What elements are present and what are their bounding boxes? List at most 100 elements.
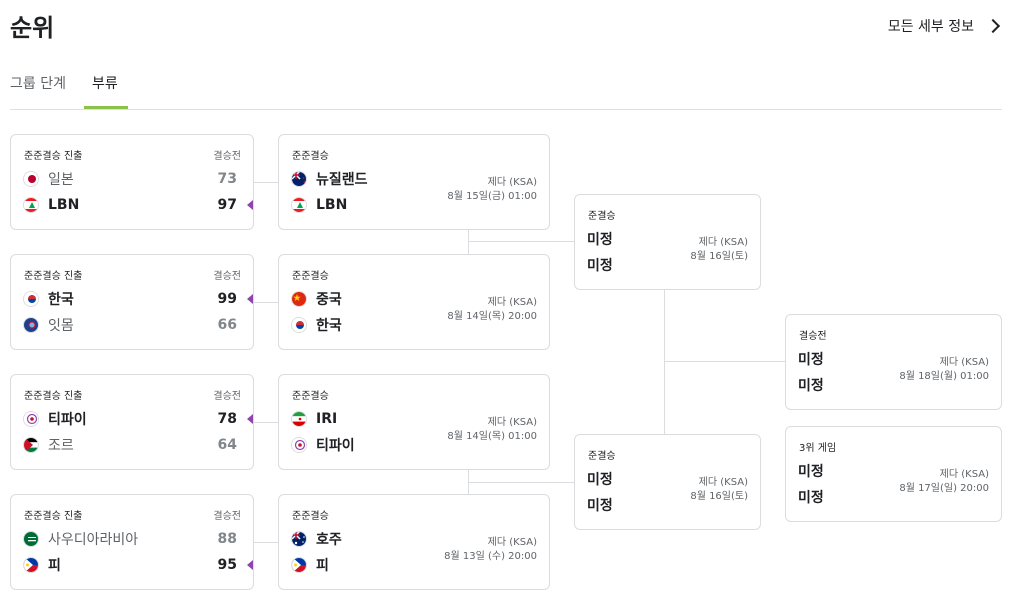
team-row: 미정: [587, 228, 748, 250]
qualifier-card[interactable]: 준준결승 진출 결승전 티파이 78 조르 64: [10, 374, 254, 470]
team-row: 중국: [291, 288, 537, 310]
quarterfinal-card[interactable]: 준준결승 뉴질랜드 LBN 제다 (KSA) 8월 15일(금) 01:00: [278, 134, 550, 230]
quarterfinal-card[interactable]: 준준결승 호주 피 제다 (KSA) 8월 13일 (수) 20:00: [278, 494, 550, 590]
venue-label: 제다 (KSA): [487, 537, 537, 548]
philippines-flag-icon: [291, 557, 307, 573]
team-name: 미정: [798, 490, 824, 506]
team-name: 잇몸: [48, 318, 74, 334]
round-label: 3위 게임: [799, 443, 837, 454]
team-name: 미정: [798, 378, 824, 394]
tab-bracket[interactable]: 부류: [92, 76, 118, 92]
connector-line: [468, 241, 575, 242]
team-name: 미정: [798, 464, 824, 480]
page-title: 순위: [10, 14, 55, 42]
active-tab-indicator: [84, 106, 128, 109]
match-date: 8월 14일(목) 01:00: [447, 431, 537, 442]
team-name: 티파이: [48, 412, 87, 428]
team-row: 사우디아라비아 88: [23, 528, 241, 550]
team-name: 미정: [798, 352, 824, 368]
team-name: 일본: [48, 172, 74, 188]
team-name: 미정: [587, 472, 613, 488]
tab-group-stage[interactable]: 그룹 단계: [10, 76, 66, 92]
korea-flag-icon: [23, 291, 39, 307]
team-row: 미정: [798, 348, 989, 370]
score-header: 결승전: [213, 391, 241, 402]
round-label: 준준결승 진출: [24, 271, 83, 282]
team-row: IRI: [291, 408, 537, 430]
team-row: 미정: [798, 486, 989, 508]
final-card[interactable]: 결승전 미정 미정 제다 (KSA) 8월 18일(월) 01:00: [785, 314, 1002, 410]
japan-flag-icon: [23, 171, 39, 187]
winner-arrow-icon: [247, 560, 253, 570]
team-name: IRI: [316, 411, 338, 427]
chevron-right-icon: [985, 18, 1001, 34]
team-score: 78: [217, 411, 237, 427]
semifinal-card[interactable]: 준결승 미정 미정 제다 (KSA) 8월 16일(토): [574, 434, 761, 530]
venue-label: 제다 (KSA): [487, 177, 537, 188]
team-name: 한국: [48, 292, 74, 308]
team-name: 조르: [48, 438, 74, 454]
guam-flag-icon: [23, 317, 39, 333]
round-label: 준준결승 진출: [24, 511, 83, 522]
team-name: LBN: [316, 197, 348, 213]
team-row: 티파이: [291, 434, 537, 456]
venue-label: 제다 (KSA): [698, 237, 748, 248]
team-score: 73: [217, 171, 237, 187]
quarterfinal-card[interactable]: 준준결승 중국 한국 제다 (KSA) 8월 14일(목) 20:00: [278, 254, 550, 350]
round-label: 준준결승: [292, 271, 329, 282]
team-row: 호주: [291, 528, 537, 550]
connector-line: [254, 542, 279, 543]
team-name: 미정: [587, 258, 613, 274]
team-row: 미정: [587, 254, 748, 276]
third-place-card[interactable]: 3위 게임 미정 미정 제다 (KSA) 8월 17일(일) 20:00: [785, 426, 1002, 522]
team-name: 중국: [316, 292, 342, 308]
all-details-link[interactable]: 모든 세부 정보: [887, 16, 1001, 36]
venue-label: 제다 (KSA): [698, 477, 748, 488]
saudi-flag-icon: [23, 531, 39, 547]
winner-arrow-icon: [247, 414, 253, 424]
match-date: 8월 16일(토): [690, 491, 748, 502]
iran-flag-icon: [291, 411, 307, 427]
match-date: 8월 15일(금) 01:00: [447, 191, 537, 202]
team-name: 뉴질랜드: [316, 172, 368, 188]
venue-label: 제다 (KSA): [487, 417, 537, 428]
connector-line: [468, 482, 575, 483]
team-name: 티파이: [316, 438, 355, 454]
round-label: 준준결승 진출: [24, 151, 83, 162]
venue-label: 제다 (KSA): [939, 469, 989, 480]
team-row: 미정: [798, 460, 989, 482]
connector-line: [254, 182, 279, 183]
team-row: LBN: [291, 194, 537, 216]
team-row: 티파이 78: [23, 408, 253, 430]
chinese-taipei-flag-icon: [23, 411, 39, 427]
team-name: 피: [48, 558, 61, 574]
connector-line: [468, 230, 469, 254]
team-name: 피: [316, 558, 329, 574]
round-label: 준결승: [588, 211, 616, 222]
match-date: 8월 17일(일) 20:00: [899, 483, 989, 494]
team-row: 미정: [798, 374, 989, 396]
korea-flag-icon: [291, 317, 307, 333]
tab-bar: 그룹 단계 부류: [10, 60, 1002, 110]
round-label: 준결승: [588, 451, 616, 462]
connector-line: [664, 361, 786, 362]
winner-arrow-icon: [247, 200, 253, 210]
team-row: 한국 99: [23, 288, 253, 310]
score-header: 결승전: [213, 511, 241, 522]
match-date: 8월 14일(목) 20:00: [447, 311, 537, 322]
qualifier-card[interactable]: 준준결승 진출 결승전 한국 99 잇몸 66: [10, 254, 254, 350]
team-row: 피: [291, 554, 537, 576]
team-score: 97: [217, 197, 237, 213]
qualifier-card[interactable]: 준준결승 진출 결승전 사우디아라비아 88 피 95: [10, 494, 254, 590]
team-name: 미정: [587, 498, 613, 514]
quarterfinal-card[interactable]: 준준결승 IRI 티파이 제다 (KSA) 8월 14일(목) 01:00: [278, 374, 550, 470]
connector-line: [664, 290, 665, 434]
all-details-label: 모든 세부 정보: [887, 19, 974, 35]
new-zealand-flag-icon: [291, 171, 307, 187]
team-name: 사우디아라비아: [48, 532, 139, 548]
australia-flag-icon: [291, 531, 307, 547]
team-row: 미정: [587, 468, 748, 490]
semifinal-card[interactable]: 준결승 미정 미정 제다 (KSA) 8월 16일(토): [574, 194, 761, 290]
match-date: 8월 18일(월) 01:00: [899, 371, 989, 382]
qualifier-card[interactable]: 준준결승 진출 결승전 일본 73 LBN 97: [10, 134, 254, 230]
